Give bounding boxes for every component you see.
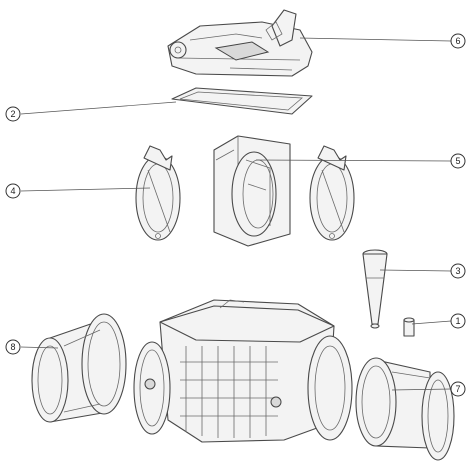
- leader-1: [411, 320, 452, 325]
- lever-cover: [167, 9, 313, 77]
- leader-5: [255, 159, 452, 162]
- callout-5: 5: [450, 153, 466, 169]
- main-housing: [133, 299, 353, 443]
- flap-frame: [213, 135, 291, 247]
- callout-1: 1: [450, 313, 466, 329]
- callout-1-number: 1: [455, 316, 460, 326]
- tapered-plug: [362, 249, 388, 329]
- callout-5-number: 5: [455, 156, 460, 166]
- callout-2-number: 2: [10, 109, 15, 119]
- leader-6: [299, 37, 452, 42]
- callout-8: 8: [5, 339, 21, 355]
- leader-lines: [20, 37, 452, 391]
- leader-4: [20, 187, 151, 192]
- callout-7-number: 7: [455, 384, 460, 394]
- callout-4: 4: [5, 183, 21, 199]
- leader-3: [379, 269, 452, 272]
- callout-7: 7: [450, 381, 466, 397]
- valve-insert: [403, 317, 415, 337]
- callout-4-number: 4: [10, 186, 15, 196]
- outlet-adapter: [355, 357, 455, 461]
- callout-8-number: 8: [10, 342, 15, 352]
- leader-2: [20, 101, 177, 115]
- leader-7: [391, 388, 452, 391]
- callout-6-number: 6: [455, 36, 460, 46]
- inlet-adapter: [31, 313, 127, 423]
- leader-8: [20, 346, 59, 349]
- clamp-ring-left: [135, 145, 181, 241]
- clamp-ring-right: [309, 145, 355, 241]
- housing-ribs: [180, 346, 278, 438]
- callout-2: 2: [5, 106, 21, 122]
- cover-gasket: [171, 87, 313, 115]
- callout-3-number: 3: [455, 266, 460, 276]
- callout-3: 3: [450, 263, 466, 279]
- callout-6: 6: [450, 33, 466, 49]
